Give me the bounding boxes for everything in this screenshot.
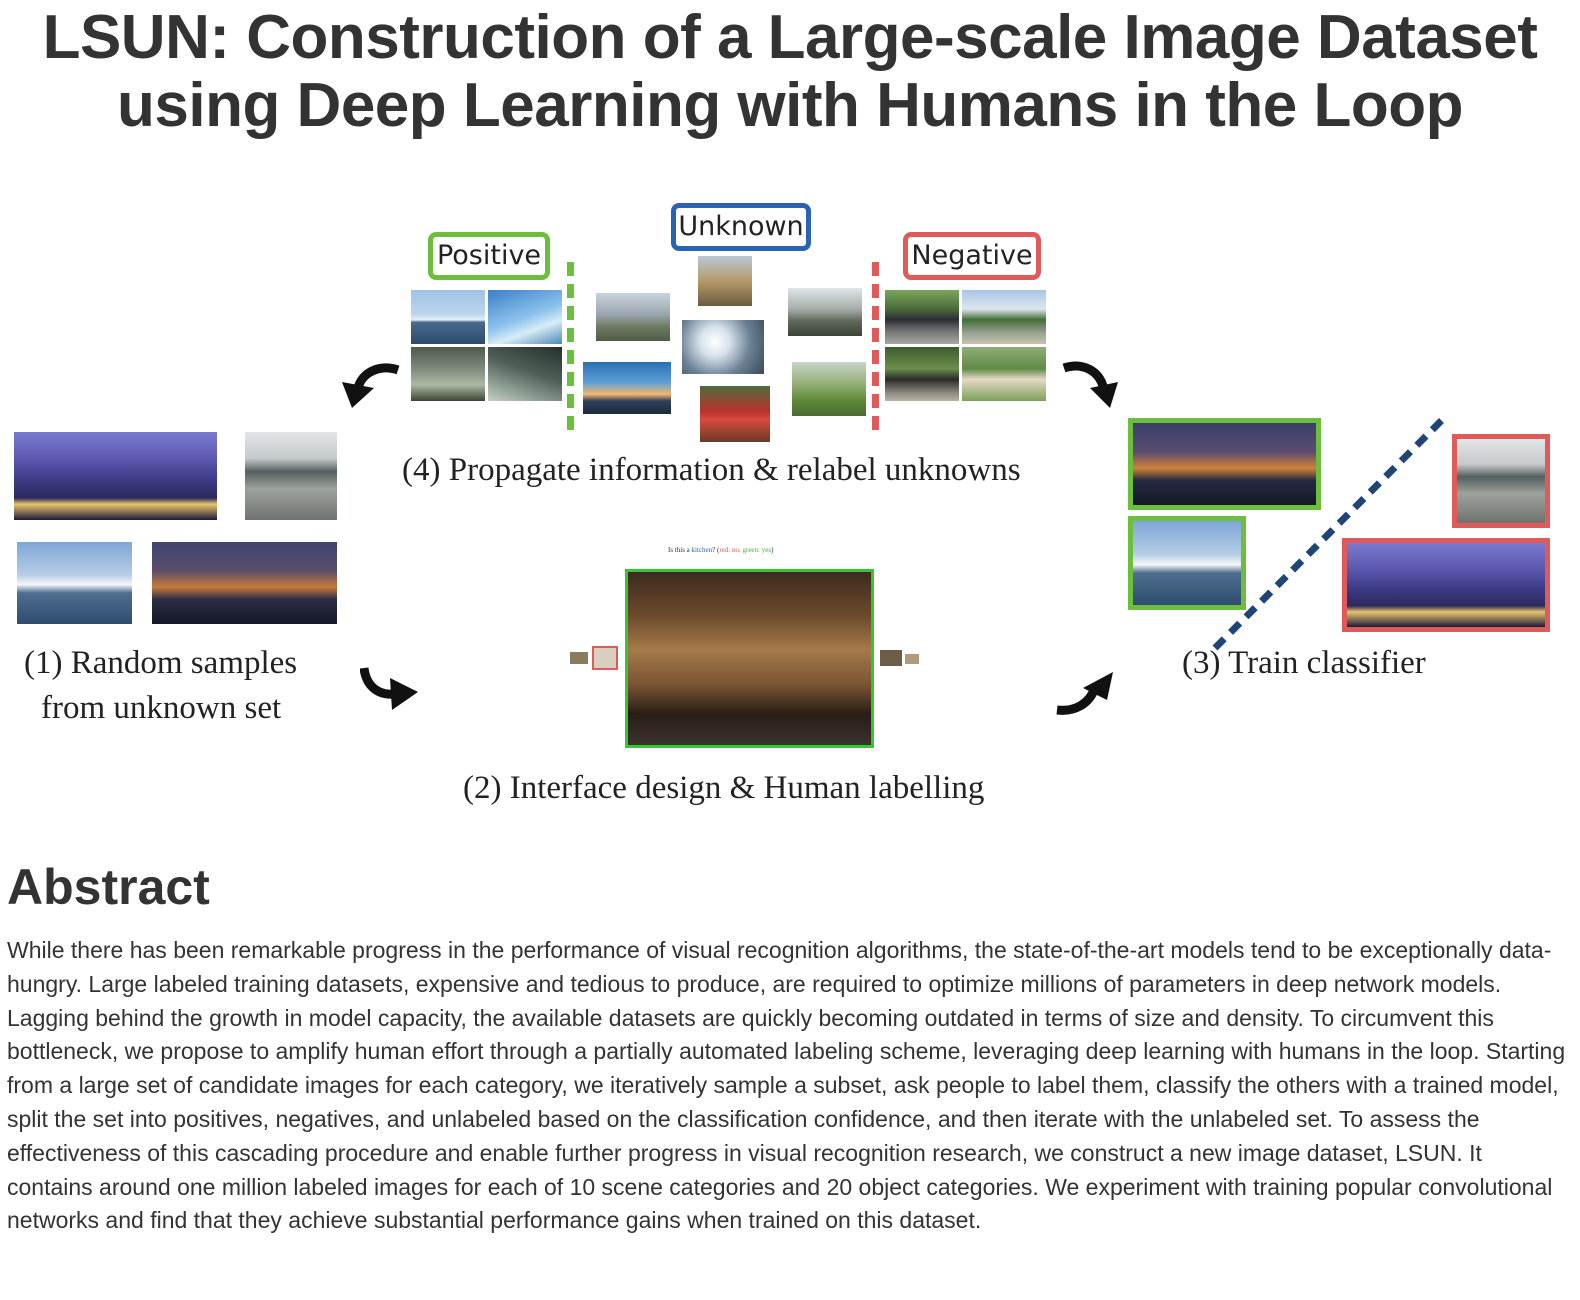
title-line-2: using Deep Learning with Humans in the L… (117, 71, 1463, 140)
arrow-icon-top-right (1062, 361, 1118, 408)
positive-divider (567, 262, 574, 430)
arrow-icon-step2-to-step3 (1056, 672, 1113, 715)
pipeline-figure: Positive Unknown Negative (4) Propagate … (0, 190, 1580, 830)
classifier-positive-bridge-night (1128, 418, 1321, 510)
step1-caption-line-1: (1) Random samples (24, 645, 298, 681)
classifier-positive-bridge-day (1128, 516, 1246, 610)
arrow-icon-top-left (342, 363, 400, 408)
negative-photo-3 (885, 347, 959, 401)
positive-photo-bridge-3 (411, 347, 485, 401)
unknown-photo-5 (583, 362, 671, 414)
negative-photo-4 (962, 347, 1046, 401)
sample-photo-bridge-day (17, 542, 132, 624)
unknown-photo-1 (596, 293, 670, 341)
negative-divider (872, 262, 879, 430)
negative-photo-2 (962, 290, 1046, 344)
abstract-heading: Abstract (7, 859, 210, 915)
unknown-photo-7 (700, 386, 770, 442)
positive-photo-bridge-2 (488, 290, 562, 344)
title-line-1: LSUN: Construction of a Large-scale Imag… (42, 3, 1538, 72)
arrow-icon-step1-to-step2 (360, 667, 418, 710)
interface-thumb-right (880, 650, 902, 666)
sample-photo-mountain (14, 432, 217, 520)
negative-photo-1 (885, 290, 959, 344)
unknown-photo-6 (792, 362, 866, 416)
interface-thumb-left-red (592, 646, 618, 670)
interface-thumb-right-2 (905, 654, 919, 664)
negative-tag: Negative (903, 232, 1041, 280)
unknown-photo-3 (682, 320, 764, 374)
unknown-photo-4 (788, 288, 862, 336)
unknown-tag: Unknown (671, 203, 811, 251)
abstract-text: While there has been remarkable progress… (7, 937, 1566, 1234)
classifier-negative-mountain (1342, 538, 1550, 632)
classifier-negative-toll-booth (1452, 434, 1550, 528)
interface-thumb-left (570, 652, 588, 664)
step3-caption: (3) Train classifier (1182, 645, 1426, 681)
interface-question: Is this a kitchen? (red: no, green: yes) (668, 546, 774, 554)
step4-caption: (4) Propagate information & relabel unkn… (402, 452, 1021, 488)
sample-photo-toll-booth (245, 432, 337, 520)
step2-caption: (2) Interface design & Human labelling (463, 770, 985, 806)
positive-photo-bridge-1 (411, 290, 485, 344)
positive-tag: Positive (428, 232, 550, 280)
step1-caption-line-2: from unknown set (41, 690, 282, 726)
unknown-photo-2 (698, 256, 752, 306)
interface-kitchen-photo (625, 569, 874, 748)
paper-title: LSUN: Construction of a Large-scale Imag… (0, 4, 1580, 140)
sample-photo-bridge-night (152, 542, 337, 624)
positive-photo-bridge-4 (488, 347, 562, 401)
